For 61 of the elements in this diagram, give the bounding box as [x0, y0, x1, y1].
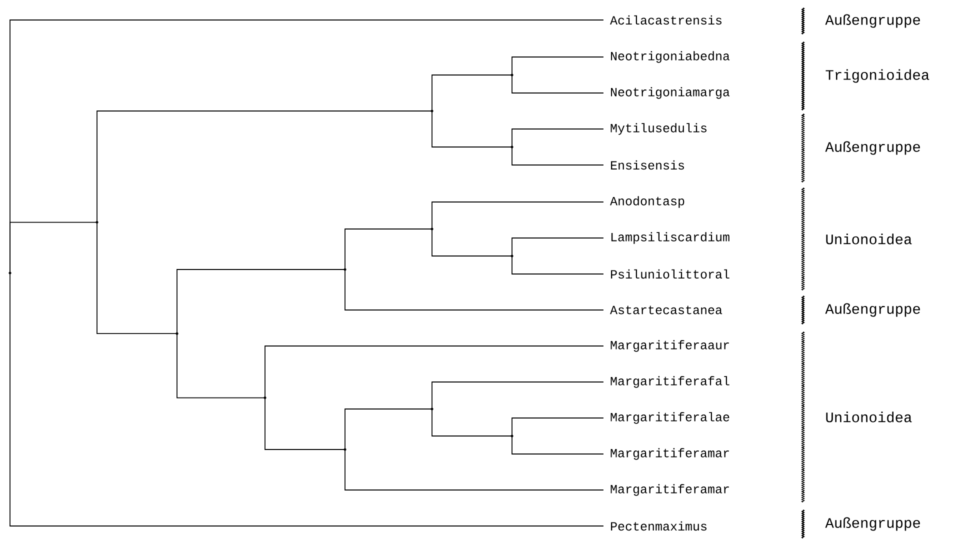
branch-point [96, 221, 98, 224]
tree-branch [512, 148, 604, 166]
tree-branch [432, 410, 512, 436]
branch-point [510, 434, 514, 438]
branch-point [264, 396, 266, 400]
branch-point [430, 110, 434, 112]
group-label: Unionoidea [826, 234, 912, 244]
taxon-label: Neotrigoniabedna [611, 51, 730, 63]
taxon-label: Pectenmaximus [611, 521, 706, 531]
taxon-label: Margaritiferafal [610, 376, 730, 388]
taxon-label: Anodontasp [610, 196, 684, 208]
group-label: Außengruppe [825, 141, 920, 155]
branch-point [430, 408, 434, 410]
tree-branch [96, 110, 432, 222]
tree-branch [344, 270, 604, 310]
tree-branch [176, 334, 264, 398]
tree-branch [432, 382, 604, 408]
branch-point [8, 272, 12, 274]
tree-branch [264, 346, 604, 397]
branch-point [510, 146, 514, 148]
branch-point [344, 448, 346, 451]
tree-branch [344, 228, 432, 269]
tree-branch [432, 112, 512, 148]
taxon-label: Astartecastanea [610, 306, 722, 314]
branch-point [344, 268, 346, 271]
taxon-label: Mytilusedulis [610, 123, 706, 135]
tree-branch [512, 56, 604, 74]
taxon-label: Acilacastrensis [610, 15, 722, 25]
tree-branch [344, 408, 432, 449]
group-label: Außengruppe [825, 14, 920, 28]
tree-branch [512, 238, 604, 256]
taxon-label: Margaritiferaaur [610, 340, 729, 352]
group-label: Außengruppe [825, 303, 920, 317]
tree-branch [344, 450, 604, 490]
tree-branch [176, 269, 344, 333]
group-label: Trigonioidea [826, 69, 930, 83]
branch-point [430, 228, 434, 230]
tree-branch [432, 74, 512, 110]
tree-branch [96, 223, 176, 334]
branch-point [510, 254, 514, 258]
taxon-label: Margaritiferalae [610, 412, 730, 424]
tree-branch [432, 230, 512, 256]
taxon-label: Psiluniolittoral [611, 269, 730, 279]
tree-branch [264, 398, 344, 450]
tree-branch [432, 202, 604, 228]
tree-branch [512, 436, 604, 454]
branch-point [176, 332, 178, 335]
group-label: Unionoidea [826, 412, 912, 422]
tree-branch [512, 76, 604, 94]
tree-branch [10, 222, 96, 272]
taxon-label: Margaritiferamar [610, 448, 729, 460]
tree-branch [512, 418, 604, 436]
taxon-label: Lampsiliscardium [611, 232, 730, 244]
tree-branch [10, 274, 604, 526]
tree-branch [512, 256, 604, 274]
taxon-label: Ensisensis [611, 160, 684, 170]
taxon-label: Neotrigoniamarga [611, 87, 730, 99]
taxon-label: Margaritiferamar [610, 484, 729, 496]
tree-branch [512, 128, 604, 146]
branch-point [510, 74, 514, 76]
group-label: Außengruppe [825, 517, 920, 531]
